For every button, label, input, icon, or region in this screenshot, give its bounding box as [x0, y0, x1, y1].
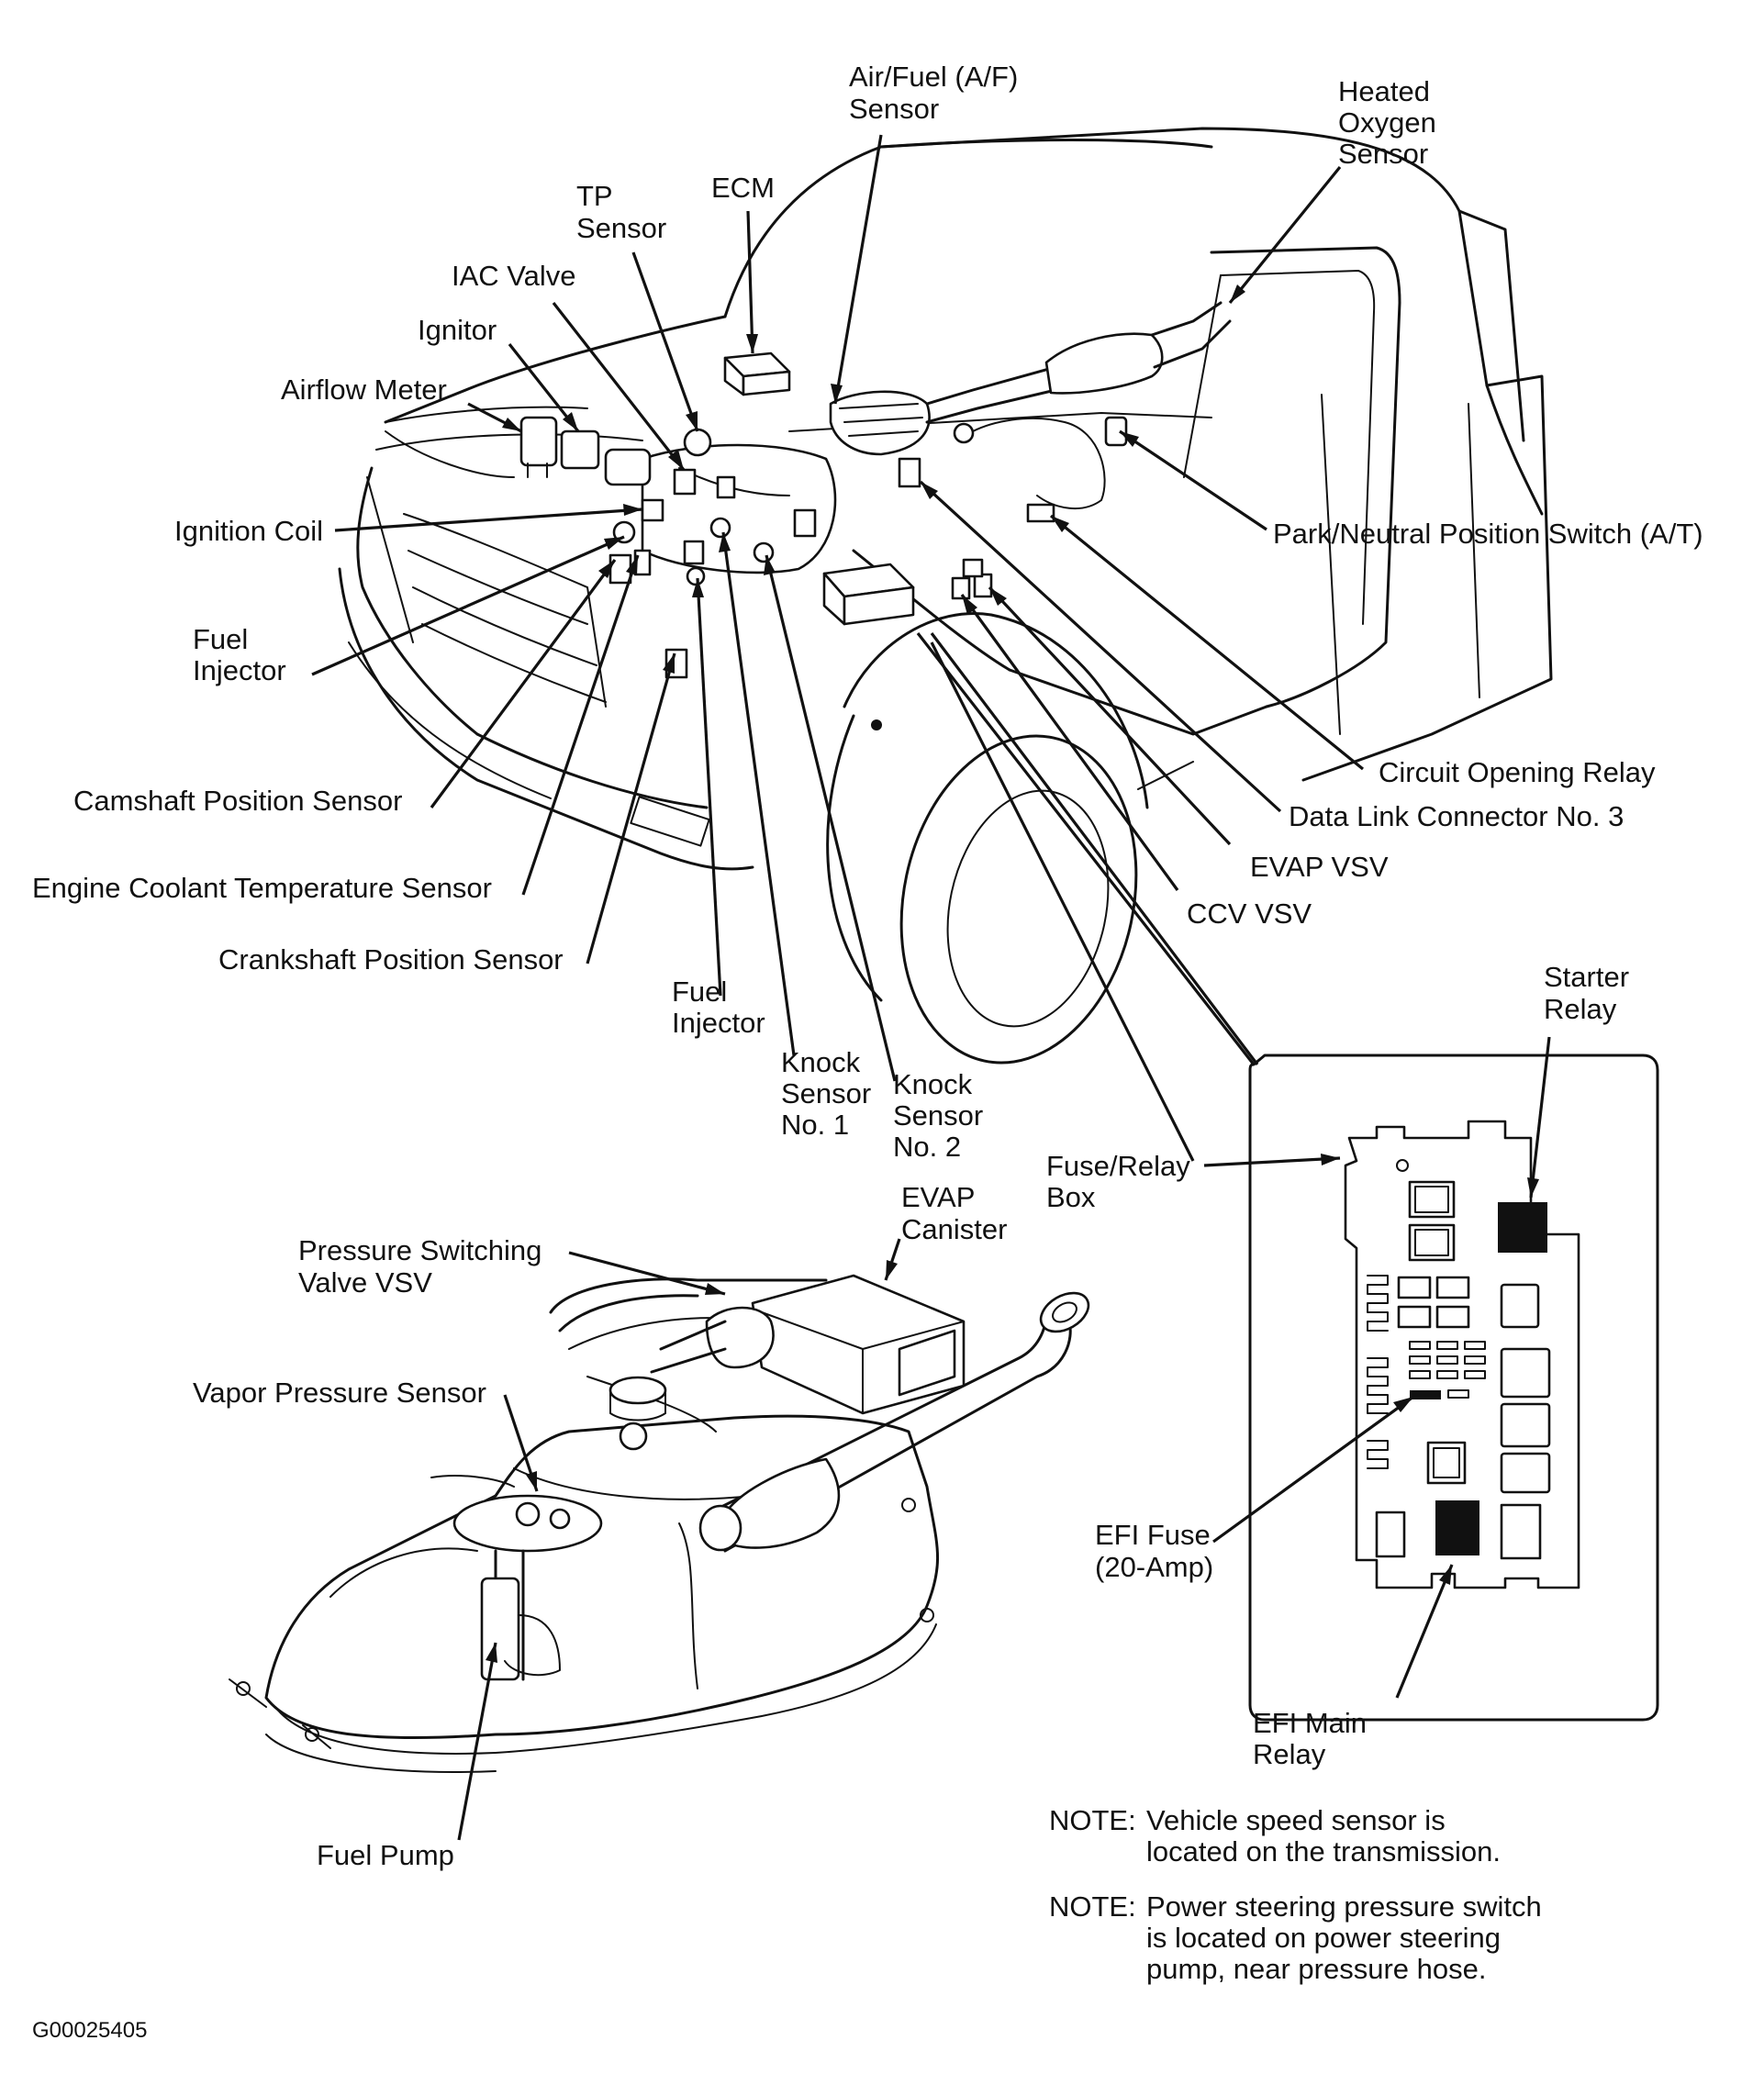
label-fuel-injector-left: Fuel Injector [193, 623, 286, 686]
label-ecm: ECM [711, 172, 775, 204]
starter-relay-block [1498, 1202, 1547, 1253]
note-2: NOTE: Power steering pressure switch is … [1049, 1890, 1549, 1985]
label-efi-main-relay: EFI Main Relay [1253, 1707, 1375, 1770]
efi-fuse-block [1410, 1390, 1441, 1399]
label-airflow-meter: Airflow Meter [281, 374, 447, 406]
label-ccv-vsv: CCV VSV [1187, 898, 1312, 930]
label-knock-sensor-1: Knock Sensor No. 1 [781, 1046, 879, 1141]
label-efi-fuse: EFI Fuse (20-Amp) [1095, 1519, 1218, 1583]
labels: Air/Fuel (A/F) Sensor Heated Oxygen Sens… [32, 61, 1703, 1871]
label-evap-canister: EVAP Canister [901, 1181, 1007, 1245]
label-air-fuel-sensor: Air/Fuel (A/F) Sensor [849, 61, 1026, 125]
label-knock-sensor-2: Knock Sensor No. 2 [893, 1068, 991, 1163]
fuse-relay-box-inset [1248, 1054, 1659, 1722]
label-fuse-relay-box: Fuse/Relay Box [1046, 1150, 1198, 1213]
notes: NOTE: Vehicle speed sensor is located on… [1049, 1804, 1549, 1985]
label-engine-coolant-temperature-sensor: Engine Coolant Temperature Sensor [32, 872, 492, 904]
label-tp-sensor: TP Sensor [576, 180, 666, 244]
label-park-neutral-switch: Park/Neutral Position Switch (A/T) [1273, 518, 1703, 550]
label-pressure-switching-valve: Pressure Switching Valve VSV [298, 1234, 550, 1299]
figure-id: G00025405 [32, 2018, 147, 2043]
efi-main-relay-block [1435, 1500, 1479, 1555]
note-1: NOTE: Vehicle speed sensor is located on… [1049, 1804, 1501, 1868]
label-vapor-pressure-sensor: Vapor Pressure Sensor [193, 1377, 486, 1409]
label-data-link-connector: Data Link Connector No. 3 [1289, 800, 1624, 832]
label-evap-vsv: EVAP VSV [1250, 851, 1389, 883]
label-crankshaft-position-sensor: Crankshaft Position Sensor [218, 943, 564, 976]
label-fuel-pump: Fuel Pump [317, 1839, 454, 1871]
label-heated-oxygen-sensor: Heated Oxygen Sensor [1338, 75, 1444, 170]
label-circuit-opening-relay: Circuit Opening Relay [1379, 756, 1656, 788]
engine-components [519, 301, 1232, 730]
label-fuel-injector-center: Fuel Injector [672, 976, 765, 1039]
label-iac-valve: IAC Valve [452, 260, 576, 292]
label-ignition-coil: Ignition Coil [174, 515, 323, 547]
label-camshaft-position-sensor: Camshaft Position Sensor [73, 785, 402, 817]
leader-lines [311, 134, 1551, 1841]
label-starter-relay: Starter Relay [1544, 961, 1637, 1025]
fuel-tank-illustration [229, 1274, 1090, 1773]
vehicle-illustration [338, 127, 1553, 1065]
label-ignitor: Ignitor [418, 314, 497, 346]
